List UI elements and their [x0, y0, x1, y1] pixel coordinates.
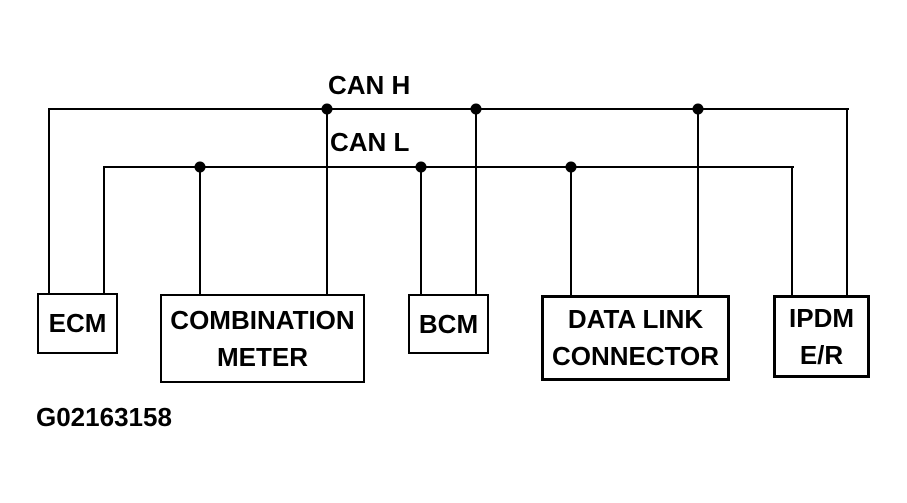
- node-label-combination-meter-line1: COMBINATION: [170, 304, 355, 335]
- wire-ipdm-er-can-h: [846, 108, 848, 295]
- junction-dot-can-h-combination-meter: [321, 103, 333, 115]
- junction-dot-can-l-bcm: [415, 161, 427, 173]
- node-label-data-link-connector-line1: DATA LINK: [567, 304, 704, 334]
- wire-ecm-can-h: [48, 108, 50, 293]
- can-h-bus-line: [49, 108, 849, 110]
- node-box-data-link-connector: DATA LINK CONNECTOR: [541, 295, 730, 381]
- can-h-label: CAN H: [328, 70, 411, 100]
- wire-combination-meter-can-h: [326, 108, 328, 294]
- can-l-bus-line: [104, 166, 794, 168]
- can-l-label: CAN L: [330, 127, 410, 157]
- junction-dot-can-l-combination-meter: [194, 161, 206, 173]
- junction-dot-can-h-data-link-connector: [692, 103, 704, 115]
- node-box-combination-meter: COMBINATION METER: [160, 294, 365, 383]
- figure-id-caption: G02163158: [36, 402, 172, 432]
- wire-bcm-can-l: [420, 166, 422, 294]
- node-label-ipdm-er-line1: IPDM: [789, 302, 854, 333]
- junction-dot-can-h-bcm: [470, 103, 482, 115]
- node-box-ipdm-er: IPDM E/R: [773, 295, 870, 378]
- wire-combination-meter-can-l: [199, 166, 201, 294]
- junction-dot-can-l-data-link-connector: [565, 161, 577, 173]
- wire-data-link-connector-can-h: [697, 108, 699, 295]
- wire-ipdm-er-can-l: [791, 166, 793, 295]
- node-label-ipdm-er-line2: E/R: [799, 339, 844, 370]
- node-label-bcm: BCM: [418, 308, 479, 339]
- node-label-combination-meter-line2: METER: [217, 341, 308, 372]
- wire-ecm-can-l: [103, 166, 105, 293]
- node-label-ecm: ECM: [48, 308, 107, 338]
- node-label-data-link-connector-line2: CONNECTOR: [551, 341, 720, 371]
- wire-data-link-connector-can-l: [570, 166, 572, 295]
- node-box-bcm: BCM: [408, 294, 489, 354]
- node-box-ecm: ECM: [37, 293, 118, 354]
- wire-bcm-can-h: [475, 108, 477, 294]
